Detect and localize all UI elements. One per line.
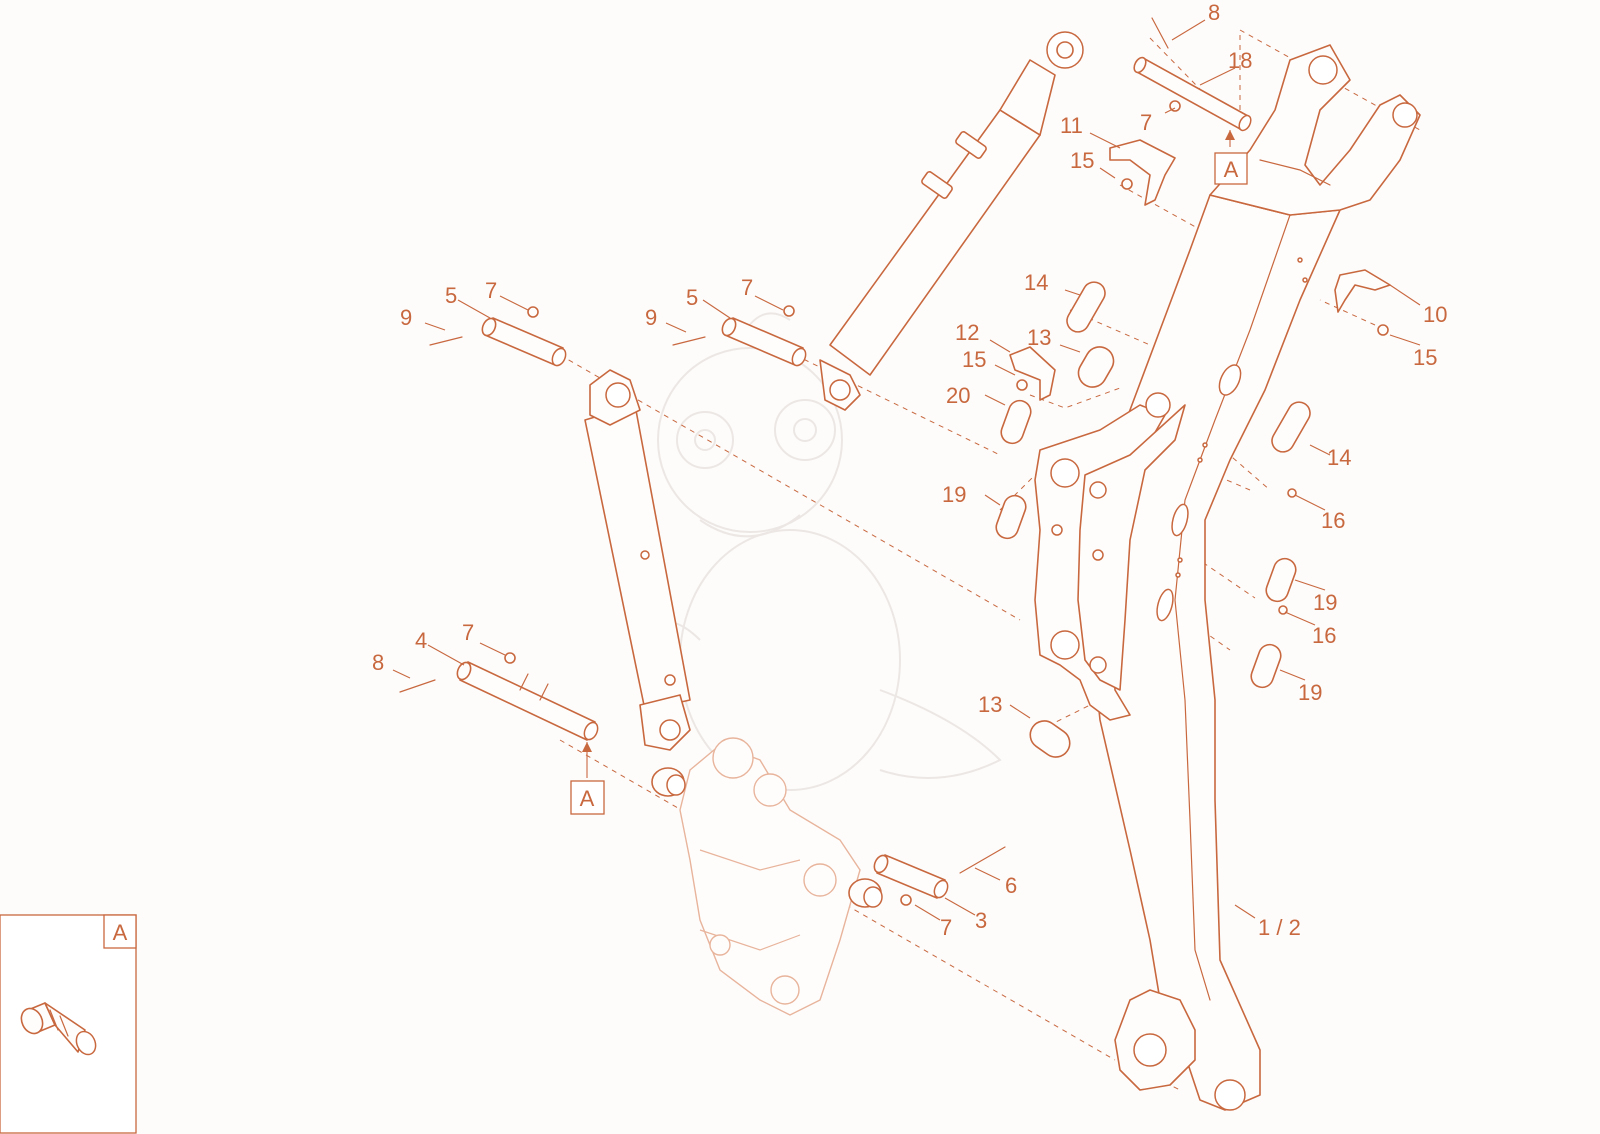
callout-7-lower: 7 <box>462 620 474 645</box>
callout-18: 18 <box>1228 48 1252 73</box>
callout-16-top: 16 <box>1321 508 1345 533</box>
callout-leader-lines <box>89 19 1421 1006</box>
callout-15-mid: 15 <box>962 347 986 372</box>
pin-part-3 <box>873 854 949 899</box>
callout-3: 3 <box>975 908 987 933</box>
callout-19-mid: 19 <box>1313 590 1337 615</box>
boom-arm-part-1-2 <box>1089 44 1421 1111</box>
pin-part-5-right <box>721 317 807 367</box>
callout-20: 20 <box>946 383 970 408</box>
callout-8-left: 8 <box>372 650 384 675</box>
callout-14-right: 14 <box>1327 445 1351 470</box>
callout-labels: 8 18 7 11 15 14 10 15 12 13 15 20 14 19 … <box>93 0 1447 1010</box>
callout-8-top: 8 <box>1208 0 1220 25</box>
detail-inset-label: A <box>113 920 128 945</box>
callout-12: 12 <box>955 320 979 345</box>
callout-19-bottom: 19 <box>1298 680 1322 705</box>
bushings <box>651 767 883 908</box>
callout-4: 4 <box>415 628 427 653</box>
callout-16-bottom: 16 <box>1312 623 1336 648</box>
callout-7-bottom: 7 <box>940 915 952 940</box>
lower-hydraulic-cylinder <box>584 369 691 751</box>
callout-13-top: 13 <box>1027 325 1051 350</box>
callout-5-mid: 5 <box>686 285 698 310</box>
callout-9-left: 9 <box>400 305 412 330</box>
upper-hydraulic-cylinder <box>819 31 1084 411</box>
detail-ref-bottom-label: A <box>580 786 595 811</box>
callout-14-top: 14 <box>1024 270 1048 295</box>
detail-ref-bottom: A <box>570 742 605 815</box>
callout-9-mid: 9 <box>645 305 657 330</box>
callout-19-left: 19 <box>942 482 966 507</box>
callout-7-mid: 7 <box>741 275 753 300</box>
callout-11: 11 <box>1060 113 1083 138</box>
bolts <box>399 17 1169 874</box>
pin-part-18 <box>1133 56 1252 132</box>
detail-inset-a: A <box>0 914 137 1134</box>
callout-7-top: 7 <box>1140 110 1152 135</box>
callout-1-2: 1 / 2 <box>1258 915 1301 940</box>
bracket-parts-10-11-12 <box>1009 139 1391 401</box>
side-bracket-plate <box>1034 392 1186 721</box>
callout-13-bottom: 13 <box>978 692 1002 717</box>
callout-6: 6 <box>1005 873 1017 898</box>
pin-part-4 <box>456 661 599 741</box>
callout-15-right: 15 <box>1413 345 1437 370</box>
callout-7-left: 7 <box>485 278 497 303</box>
callout-10: 10 <box>1423 302 1447 327</box>
callout-15-top: 15 <box>1070 148 1094 173</box>
rubber-pads <box>995 281 1311 758</box>
grease-nipple-part-17 <box>20 1002 97 1056</box>
detail-ref-top-label: A <box>1224 157 1239 182</box>
callout-5-left: 5 <box>445 283 457 308</box>
pin-part-5-left <box>481 317 567 367</box>
detail-ref-top: A <box>1214 130 1248 185</box>
swing-base-casting <box>679 737 861 1016</box>
